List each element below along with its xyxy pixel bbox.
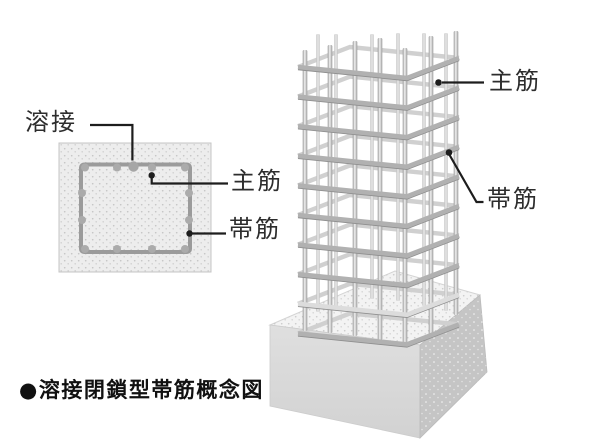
- weld-point: [128, 161, 139, 172]
- hoop-pointer-dot: [186, 230, 193, 237]
- weld-leader-line: [90, 123, 134, 161]
- hoop-bar-label-left: 帯筋: [229, 215, 281, 243]
- foundation-right-texture: [420, 295, 487, 438]
- main-bar-pointer-dot: [148, 172, 155, 179]
- hoop-leader-line-right: [448, 153, 484, 204]
- hoop-bar-label-right: 帯筋: [487, 185, 539, 213]
- hoop-pointer-dot-right: [445, 149, 453, 156]
- hoop-front-edges: [297, 55, 460, 347]
- main-bar-leader-line-left: [150, 177, 228, 185]
- main-bar-label-right: 主筋: [489, 67, 541, 95]
- main-bar-pointer-dot-right: [435, 79, 442, 86]
- weld-label: 溶接: [25, 108, 77, 136]
- column-3d-diagram: [268, 31, 488, 439]
- main-bar-label-left: 主筋: [231, 167, 283, 195]
- main-bar-dots: [78, 163, 193, 253]
- figure-caption: ●溶接閉鎖型帯筋概念図: [19, 378, 264, 402]
- rebar-cage: [297, 31, 460, 348]
- column-leader-lines: [442, 81, 484, 204]
- cross-section-leader-lines: [90, 123, 228, 235]
- cross-section-diagram: [58, 123, 228, 273]
